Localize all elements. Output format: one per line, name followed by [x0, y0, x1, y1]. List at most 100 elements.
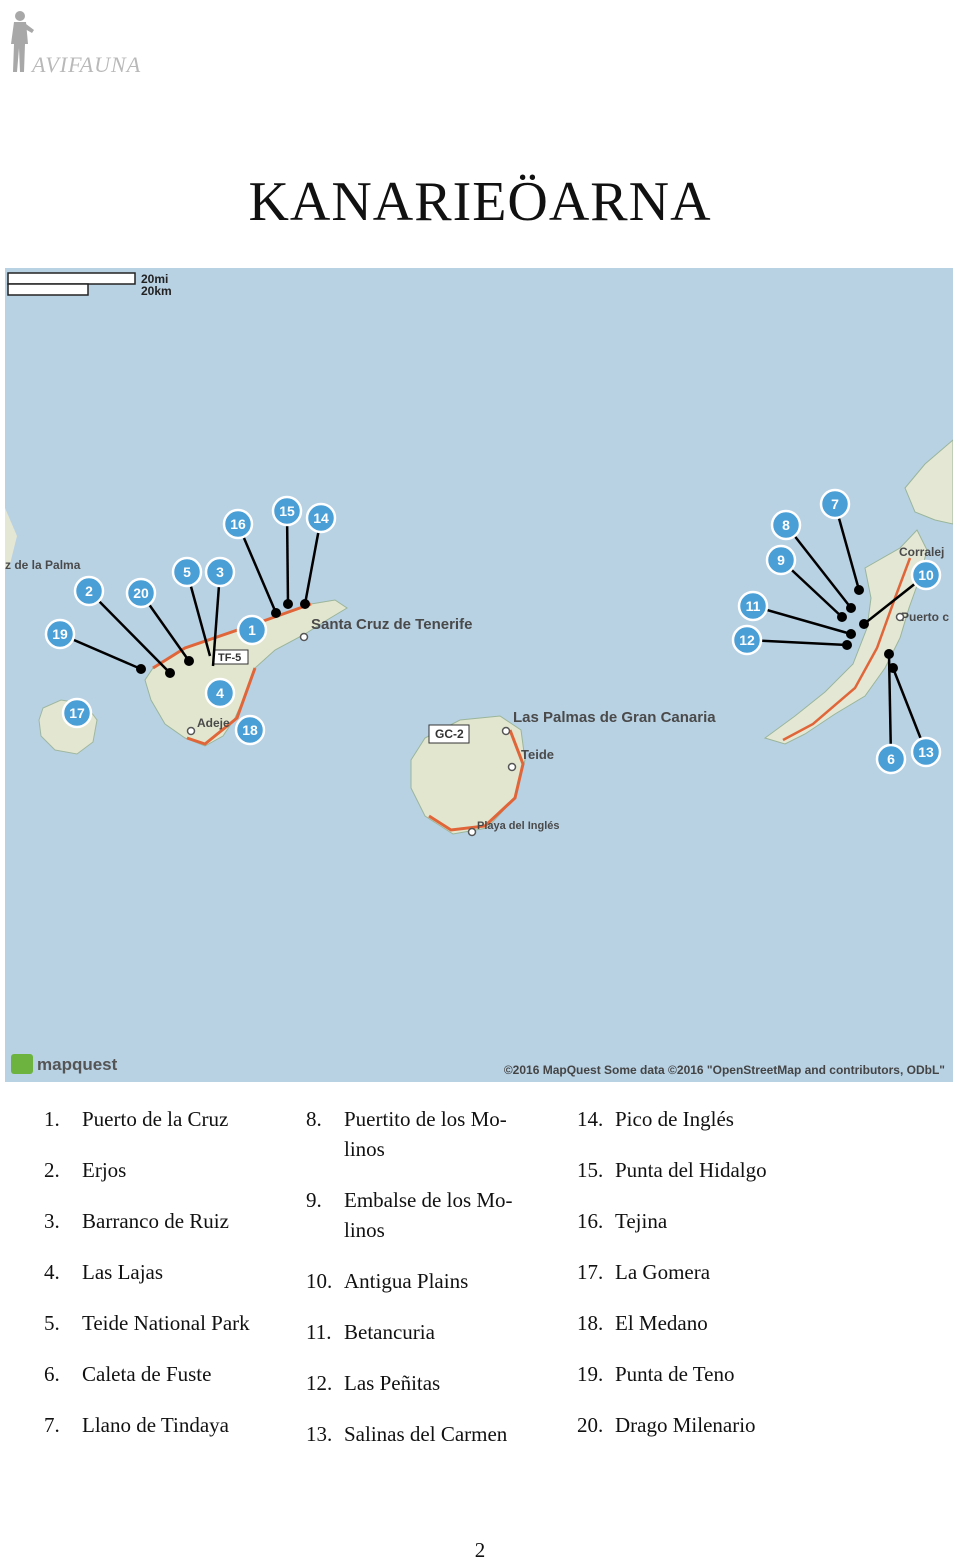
site-number: 14.	[577, 1107, 604, 1131]
site-number: 3.	[44, 1209, 60, 1233]
site-list-item: 12. Las Peñitas	[306, 1368, 536, 1398]
site-name: Teide National Park	[82, 1311, 250, 1335]
sea-background	[5, 268, 953, 1082]
page-title: KANARIEÖARNA	[248, 171, 712, 233]
fuerteventura-island	[763, 529, 928, 745]
site-number: 2.	[44, 1158, 60, 1182]
site-marker-label: 4	[216, 685, 224, 701]
site-marker-12[interactable]: 12	[731, 624, 763, 656]
site-name: La Gomera	[615, 1260, 711, 1284]
site-marker-6[interactable]: 6	[875, 743, 907, 775]
site-list-item: 5.Teide National Park	[44, 1308, 274, 1338]
road-shield-gc2: GC-2	[428, 724, 470, 744]
birdwatcher-silhouette-icon	[11, 11, 34, 72]
site-marker-3[interactable]: 3	[204, 556, 236, 588]
site-number: 8.	[306, 1107, 322, 1131]
page-number: 2	[474, 1538, 486, 1562]
site-number: 10.	[306, 1269, 333, 1293]
site-list-item: 3. Barranco de Ruiz	[44, 1206, 274, 1236]
mapquest-brand: mapquest	[11, 1054, 118, 1074]
svg-text:TF-5: TF-5	[218, 652, 241, 664]
label-adeje: Adeje	[197, 716, 230, 730]
site-number: 13.	[306, 1422, 333, 1446]
label-corralejo: Corralej	[899, 545, 944, 559]
site-marker-label: 1	[248, 622, 256, 638]
site-name: Barranco de Ruiz	[82, 1209, 229, 1233]
canary-islands-map: 20mi 20km z de la Palma Santa Cruz de Te…	[5, 268, 953, 1082]
svg-text:GC-2: GC-2	[435, 727, 464, 741]
site-marker-11[interactable]: 11	[737, 590, 769, 622]
site-number: 12.	[306, 1371, 333, 1395]
logo-text: AVIFAUNA	[32, 52, 142, 77]
site-name: Puertito de los Mo-linos	[344, 1107, 507, 1161]
site-list-item: 2. Erjos	[44, 1155, 274, 1185]
site-marker-15[interactable]: 15	[271, 495, 303, 527]
site-marker-label: 9	[777, 552, 785, 568]
site-list-item: 11. Betancuria	[306, 1317, 536, 1347]
site-name: Las Peñitas	[344, 1371, 441, 1395]
site-list-item: 18.El Medano	[577, 1308, 837, 1338]
site-number: 11.	[306, 1320, 332, 1344]
site-name: Las Lajas	[82, 1260, 164, 1284]
site-marker-17[interactable]: 17	[61, 697, 93, 729]
site-marker-label: 2	[85, 583, 93, 599]
site-marker-label: 18	[242, 722, 258, 738]
site-name: Betancuria	[344, 1320, 435, 1344]
site-marker-4[interactable]: 4	[204, 677, 236, 709]
site-number: 9.	[306, 1188, 322, 1212]
site-number: 6.	[44, 1362, 60, 1386]
site-marker-9[interactable]: 9	[765, 544, 797, 576]
site-list-item: 17. La Gomera	[577, 1257, 837, 1287]
site-number: 16.	[577, 1209, 604, 1233]
site-name: Drago Milenario	[615, 1413, 756, 1437]
site-marker-label: 20	[133, 585, 149, 601]
la-palma-island	[5, 508, 17, 568]
scale-km-label: 20km	[141, 284, 172, 298]
label-de-la-palma: z de la Palma	[5, 558, 81, 572]
site-marker-20[interactable]: 20	[125, 577, 157, 609]
label-puerto: Puerto c	[901, 610, 949, 624]
avifauna-logo	[11, 11, 34, 72]
site-name: Llano de Tindaya	[82, 1413, 229, 1437]
site-marker-18[interactable]: 18	[234, 714, 266, 746]
site-number: 4.	[44, 1260, 60, 1284]
site-number: 20.	[577, 1413, 604, 1437]
road-shield-tf5: TF-5	[213, 649, 249, 665]
label-las-palmas: Las Palmas de Gran Canaria	[513, 709, 716, 726]
site-number: 17.	[577, 1260, 604, 1284]
site-marker-label: 6	[887, 751, 895, 767]
map-scale-bar: 20mi 20km	[7, 272, 172, 298]
site-name: Punta del Hidalgo	[615, 1158, 767, 1182]
site-marker-19[interactable]: 19	[44, 618, 76, 650]
label-teide: Teide	[521, 747, 554, 762]
site-marker-8[interactable]: 8	[770, 509, 802, 541]
site-marker-5[interactable]: 5	[171, 556, 203, 588]
site-list-item: 9. Embalse de los Mo-linos	[306, 1185, 536, 1245]
site-marker-7[interactable]: 7	[819, 488, 851, 520]
site-marker-2[interactable]: 2	[73, 575, 105, 607]
site-list-item: 16. Tejina	[577, 1206, 837, 1236]
site-list-item: 15.Punta del Hidalgo	[577, 1155, 837, 1185]
site-marker-label: 14	[313, 510, 329, 526]
site-list-item: 13.Salinas del Carmen	[306, 1419, 536, 1449]
site-name: Punta de Teno	[615, 1362, 735, 1386]
tenerife-ring-road	[152, 602, 312, 746]
site-marker-14[interactable]: 14	[305, 502, 337, 534]
site-name: Tejina	[615, 1209, 668, 1233]
site-marker-16[interactable]: 16	[222, 508, 254, 540]
site-marker-1[interactable]: 1	[236, 614, 268, 646]
site-marker-label: 3	[216, 564, 224, 580]
site-list-col2: 8. Puertito de los Mo-linos 9. Embalse de l…	[306, 1104, 536, 1470]
site-name: Erjos	[82, 1158, 127, 1182]
site-marker-10[interactable]: 10	[910, 559, 942, 591]
label-santa-cruz: Santa Cruz de Tenerife	[311, 616, 472, 633]
site-marker-13[interactable]: 13	[910, 736, 942, 768]
site-list-item: 20. Drago Milenario	[577, 1410, 837, 1440]
site-name: Pico de Inglés	[615, 1107, 734, 1131]
site-marker-label: 10	[918, 567, 934, 583]
scale-miles-label: 20mi	[141, 272, 168, 286]
site-number: 7.	[44, 1413, 60, 1437]
site-name: Puerto de la Cruz	[82, 1107, 229, 1131]
site-name: Embalse de los Mo-linos	[344, 1188, 513, 1242]
